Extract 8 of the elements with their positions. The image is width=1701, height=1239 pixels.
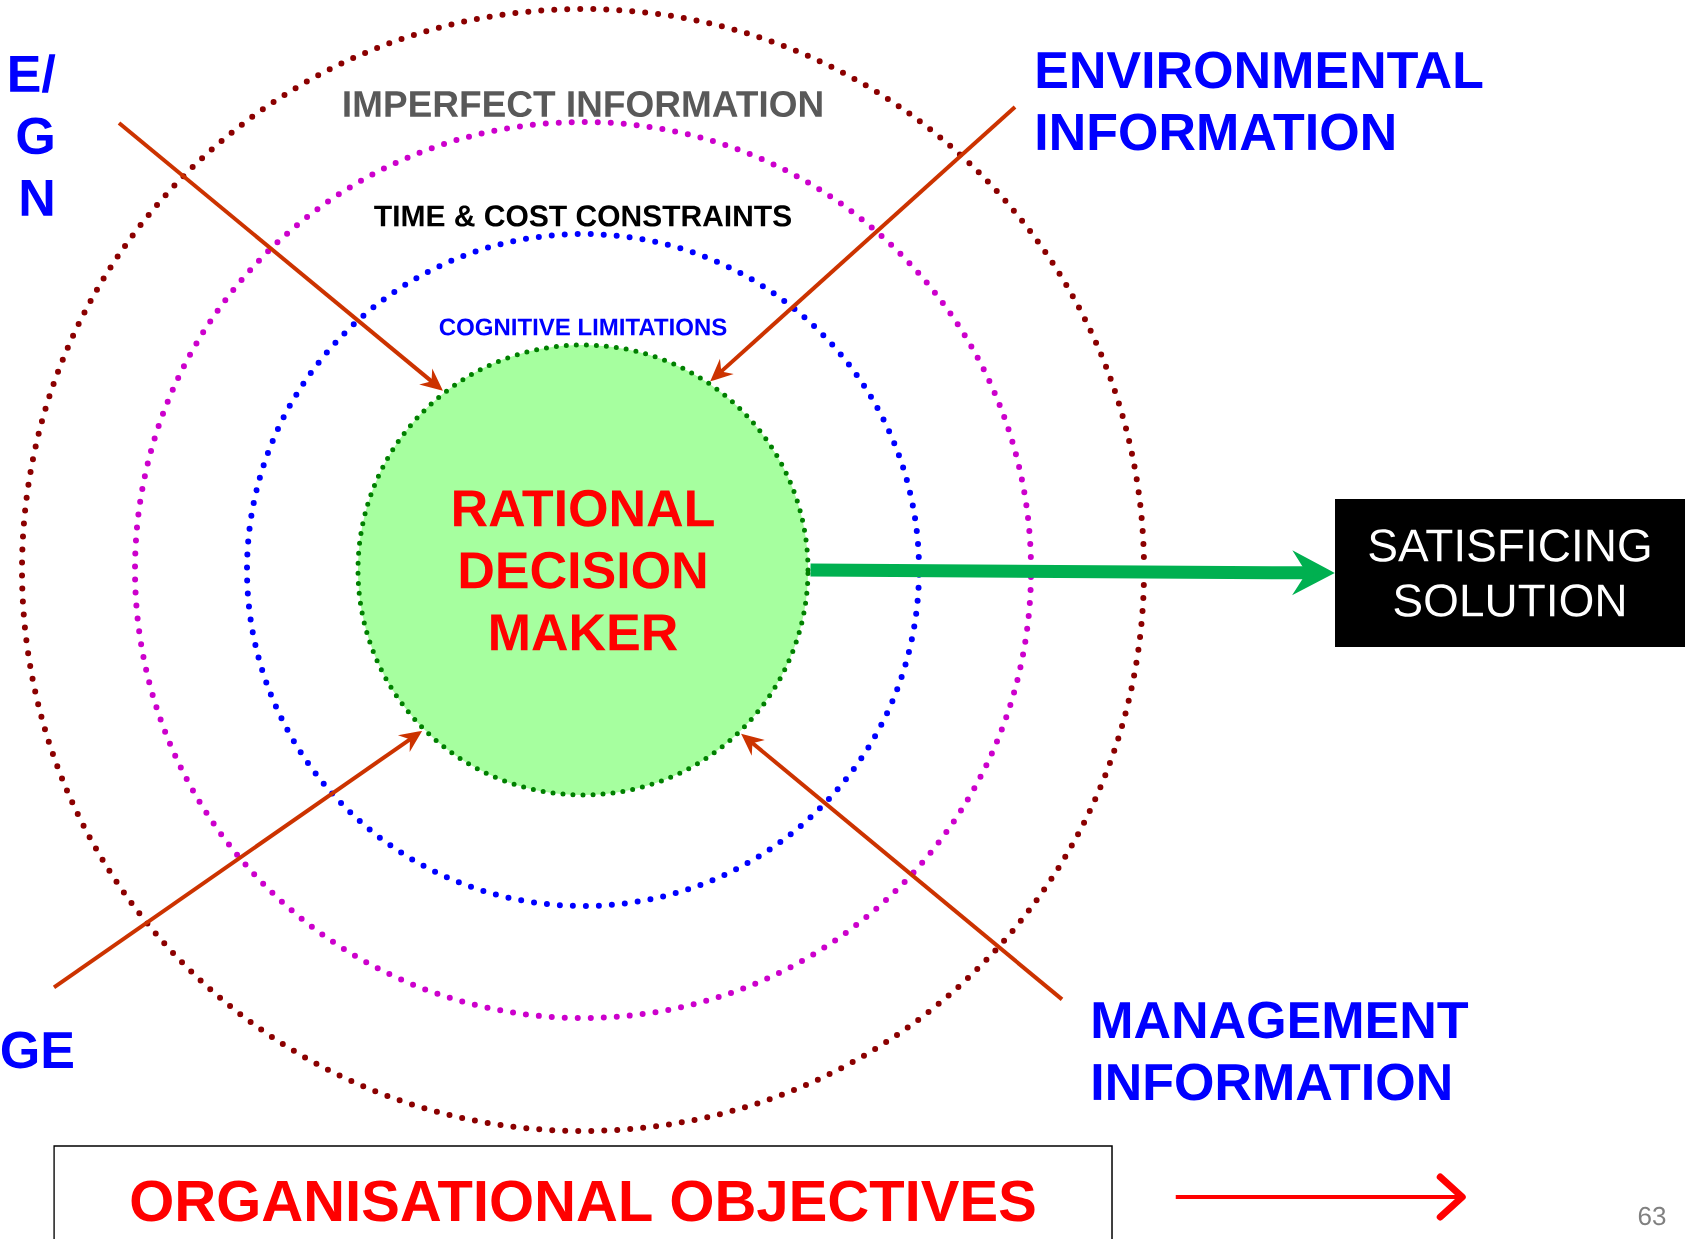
- information-text: ENVIRONMENTAL INFORMATION: [1037, 51, 1483, 151]
- information-text: E/ G N: [10, 54, 56, 216]
- solution-box: SATISFICING SOLUTION: [1335, 499, 1685, 647]
- arrow: [1175, 1173, 1466, 1221]
- objectives-box: ORGANISATIONAL OBJECTIVES: [53, 1145, 1113, 1239]
- page-number: 63: [1638, 1206, 1666, 1226]
- information-text: GE: [1, 1031, 73, 1069]
- information-text: MANAGEMENT INFORMATION: [1093, 1001, 1469, 1101]
